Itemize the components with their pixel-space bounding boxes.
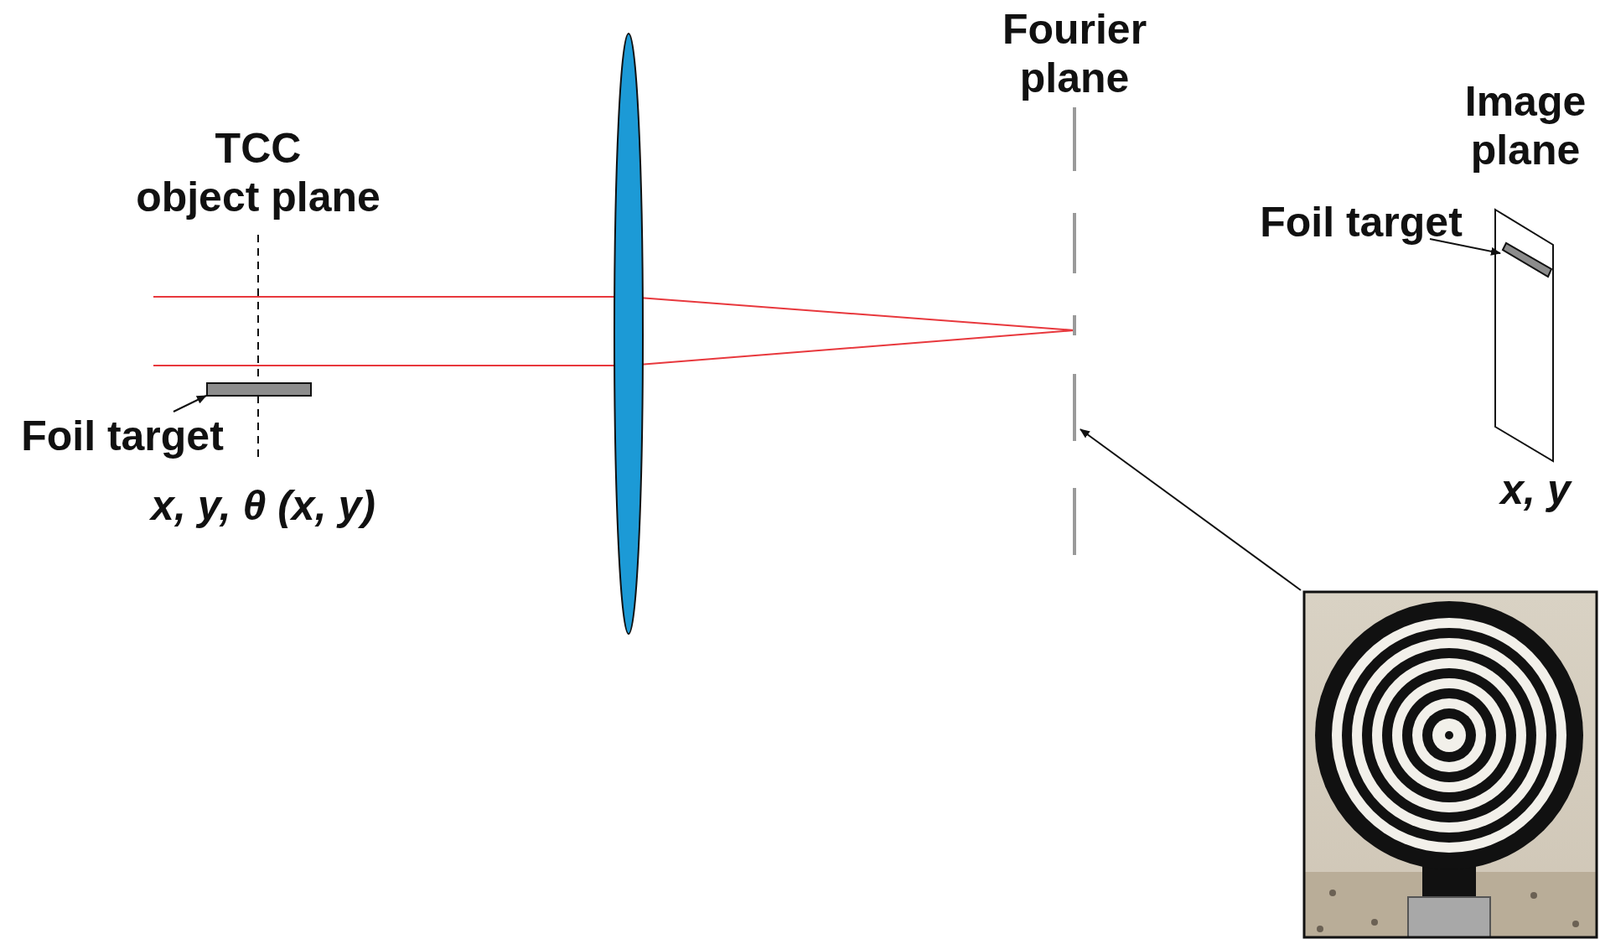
fourier-plane-line — [1072, 107, 1077, 557]
target-ring — [1392, 678, 1507, 793]
plane-label: TCC object plane — [135, 124, 381, 222]
target-ring — [1422, 708, 1476, 762]
target-ring — [1331, 617, 1567, 853]
target-ring — [1372, 657, 1527, 813]
part-label: Foil target — [20, 411, 224, 461]
foil-target — [207, 383, 311, 396]
target-ring — [1382, 667, 1517, 803]
leader-line — [173, 395, 207, 412]
plane-label: Image plane — [1465, 77, 1587, 175]
coordinate-label: x, y, θ (x, y) — [150, 481, 376, 530]
coordinate-label: x, y — [1500, 465, 1570, 514]
image-plane — [1495, 209, 1554, 461]
target-ring — [1361, 647, 1537, 823]
photo-frame — [1304, 591, 1597, 938]
target-ring — [1432, 718, 1466, 752]
target-ring — [1341, 627, 1557, 843]
lens — [614, 33, 643, 634]
target-ring — [1412, 698, 1487, 772]
target-ring — [1315, 600, 1584, 870]
target-ring — [1444, 730, 1454, 740]
plane-label: Fourier plane — [1002, 5, 1147, 103]
target-ring — [1351, 637, 1547, 833]
target-ring — [1402, 688, 1497, 782]
foil-target — [1502, 243, 1552, 277]
photo-inset — [1304, 591, 1597, 938]
part-label: Foil target — [1259, 197, 1463, 247]
leader-line — [1080, 429, 1301, 591]
object-plane-line — [257, 234, 259, 457]
